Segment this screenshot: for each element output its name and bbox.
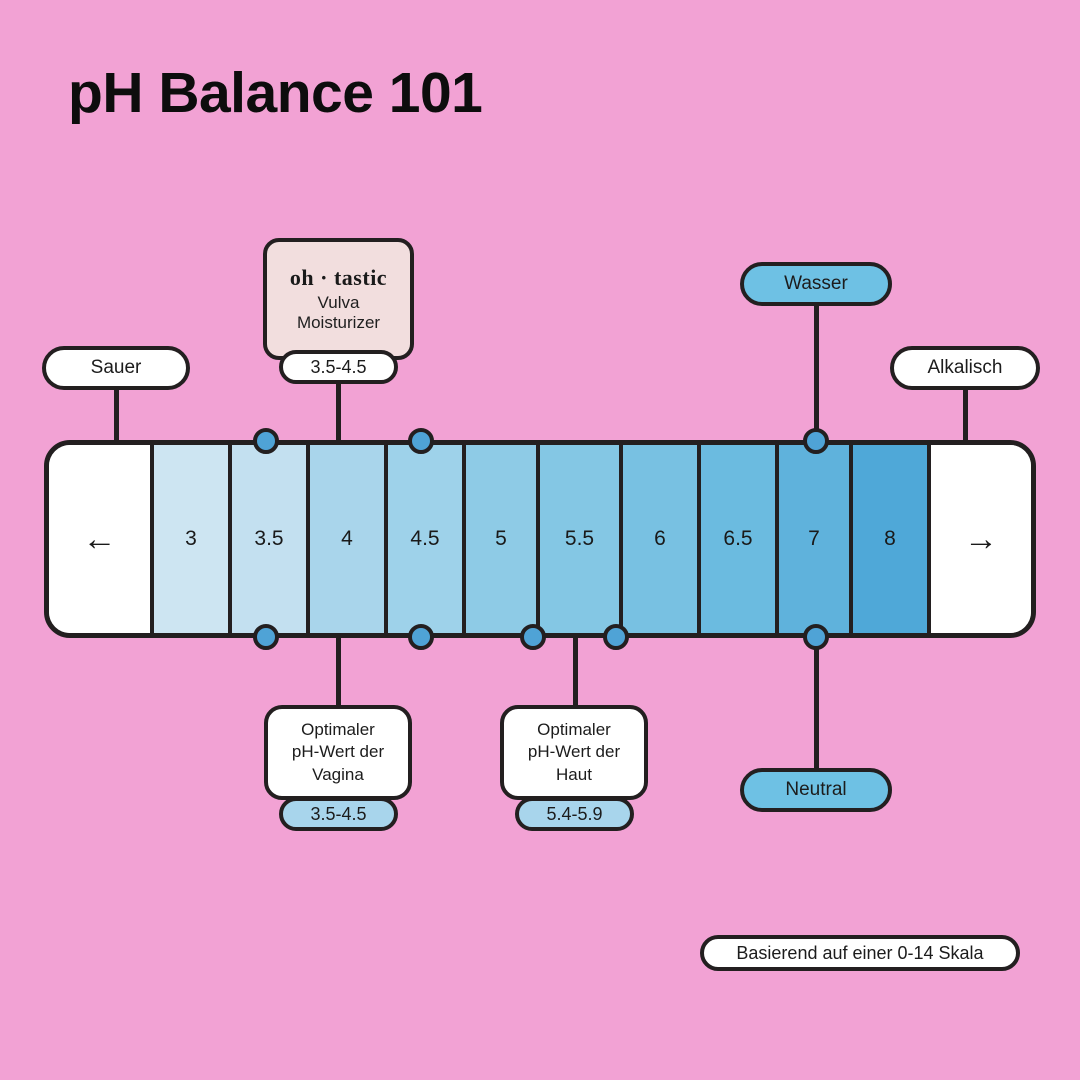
callout-vagina-text: Optimaler pH-Wert der Vagina [292, 719, 384, 785]
callout-vagina-range-pill: 3.5-4.5 [279, 797, 398, 831]
page-title: pH Balance 101 [68, 61, 483, 125]
connector-wasser [814, 300, 819, 448]
callout-vagina-line3: Vagina [312, 764, 364, 784]
marker-dot-top-3_5 [253, 428, 279, 454]
callout-vagina-line1: Optimaler [301, 720, 375, 740]
connector-vagina [336, 630, 341, 710]
connector-haut [573, 630, 578, 710]
label-alkalisch[interactable]: Alkalisch [890, 346, 1040, 390]
marker-dot-bottom-5_4 [520, 624, 546, 650]
callout-haut-line1: Optimaler [537, 720, 611, 740]
scale-tick-label: 7 [808, 527, 820, 550]
footer-note-text: Basierend auf einer 0-14 Skala [736, 942, 984, 963]
brand-product-card[interactable]: oh · tastic Vulva Moisturizer [263, 238, 414, 360]
scale-tick-label: 6 [654, 527, 666, 550]
scale-tick-label: 3 [185, 527, 197, 550]
scale-tick-label: 5 [495, 527, 507, 550]
scale-segment-6_5: 6.5 [701, 445, 779, 633]
label-wasser[interactable]: Wasser [740, 262, 892, 306]
label-alkalisch-text: Alkalisch [927, 357, 1003, 378]
scale-segment-7: 7 [779, 445, 853, 633]
scale-tick-label: 3.5 [254, 527, 284, 550]
label-sauer[interactable]: Sauer [42, 346, 190, 390]
ph-scale-bar: ← 3 3.5 4 4.5 5 5.5 6 6.5 7 8 → [44, 440, 1036, 638]
connector-sauer [114, 388, 119, 448]
marker-dot-top-4_5 [408, 428, 434, 454]
callout-vagina-range-text: 3.5-4.5 [310, 803, 367, 824]
scale-tick-label: 8 [884, 527, 896, 550]
connector-product [336, 380, 341, 450]
scale-segment-5: 5 [466, 445, 540, 633]
footer-note: Basierend auf einer 0-14 Skala [700, 935, 1020, 971]
scale-segment-5_5: 5.5 [540, 445, 623, 633]
scale-cap-left: ← [49, 445, 154, 633]
brand-product-line2: Moisturizer [296, 313, 381, 332]
marker-dot-bottom-4_5 [408, 624, 434, 650]
scale-cap-right: → [931, 445, 1031, 633]
left-arrow-icon: ← [82, 520, 117, 558]
marker-dot-bottom-3_5 [253, 624, 279, 650]
brand-product-line1: Vulva [317, 293, 360, 313]
callout-haut[interactable]: Optimaler pH-Wert der Haut [500, 705, 648, 800]
callout-haut-line2: pH-Wert der [527, 742, 621, 762]
brand-range-text: 3.5-4.5 [310, 356, 367, 377]
scale-tick-label: 4 [341, 527, 353, 550]
scale-tick-label: 5.5 [564, 527, 595, 550]
scale-tick-label: 4.5 [410, 527, 440, 550]
scale-segment-3_5: 3.5 [232, 445, 310, 633]
marker-dot-bottom-7 [803, 624, 829, 650]
scale-segment-8: 8 [853, 445, 931, 633]
scale-tick-label: 6.5 [723, 527, 753, 550]
label-neutral-text: Neutral [785, 779, 847, 800]
scale-segment-4: 4 [310, 445, 388, 633]
callout-haut-text: Optimaler pH-Wert der Haut [528, 719, 620, 785]
label-sauer-text: Sauer [90, 357, 142, 378]
brand-product-name: Vulva Moisturizer [297, 293, 380, 332]
callout-haut-range-pill: 5.4-5.9 [515, 797, 634, 831]
connector-alkalisch [963, 388, 968, 448]
scale-segment-3: 3 [154, 445, 232, 633]
scale-segment-6: 6 [623, 445, 701, 633]
callout-vagina-line2: pH-Wert der [291, 742, 385, 762]
label-wasser-text: Wasser [784, 273, 848, 294]
callout-haut-line3: Haut [556, 764, 592, 784]
callout-vagina[interactable]: Optimaler pH-Wert der Vagina [264, 705, 412, 800]
callout-haut-range-text: 5.4-5.9 [546, 803, 603, 824]
marker-dot-top-7 [803, 428, 829, 454]
brand-logo: oh · tastic [289, 265, 388, 291]
label-neutral[interactable]: Neutral [740, 768, 892, 812]
scale-segment-4_5: 4.5 [388, 445, 466, 633]
connector-neutral [814, 630, 819, 772]
right-arrow-icon: → [964, 520, 998, 558]
brand-range-pill: 3.5-4.5 [279, 350, 398, 384]
marker-dot-bottom-5_9 [603, 624, 629, 650]
